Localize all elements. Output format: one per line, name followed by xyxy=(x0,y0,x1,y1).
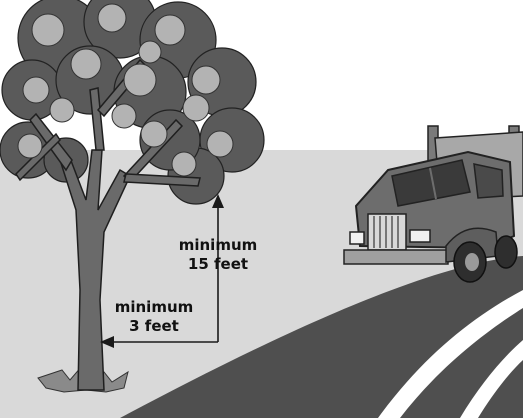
vertical-clearance-label: minimum 15 feet xyxy=(170,236,266,274)
headlight-left xyxy=(350,232,364,244)
vertical-clearance-line1: minimum xyxy=(170,236,266,255)
bumper xyxy=(344,250,448,264)
horizontal-clearance-line2: 3 feet xyxy=(106,317,202,336)
horizontal-clearance-label: minimum 3 feet xyxy=(106,298,202,336)
headlight-right xyxy=(410,230,430,242)
vertical-clearance-line2: 15 feet xyxy=(170,255,266,274)
truck xyxy=(344,126,523,282)
horizontal-clearance-line1: minimum xyxy=(106,298,202,317)
side-window xyxy=(474,164,503,198)
rear-wheel xyxy=(495,236,517,268)
